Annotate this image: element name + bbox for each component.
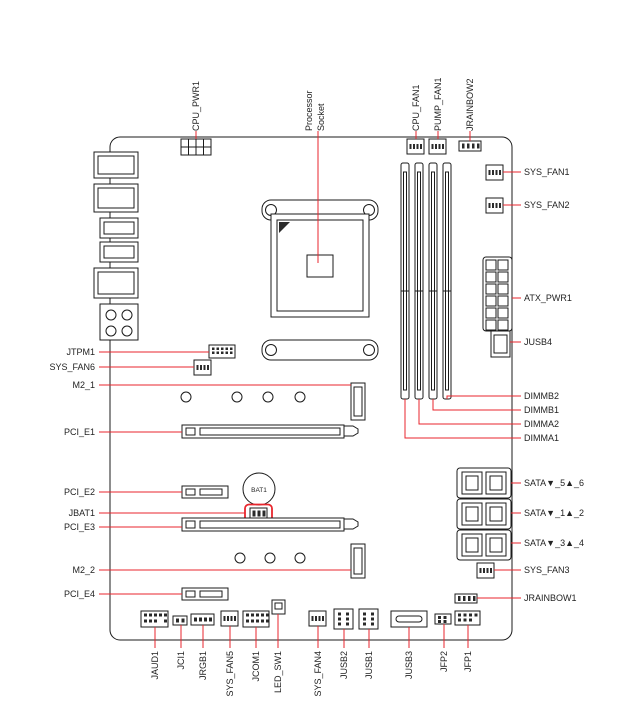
label-sys-fan5: SYS_FAN5 xyxy=(225,651,235,697)
jaud1-header xyxy=(140,610,169,628)
label-dimma1: DIMMA1 xyxy=(524,433,559,443)
sys-fan4-header xyxy=(308,610,327,627)
label-jci1: JCI1 xyxy=(176,651,186,670)
right-labels: SYS_FAN1 SYS_FAN2 ATX_PWR1 JUSB4 DIMMB2 … xyxy=(524,167,584,603)
label-dimmb1: DIMMB1 xyxy=(524,405,559,415)
sys-fan2-header xyxy=(485,197,504,214)
leader-dimma2 xyxy=(418,399,521,425)
pci-e2-slot xyxy=(181,485,229,499)
pci-e1-slot xyxy=(181,424,359,439)
leader-lines xyxy=(99,131,521,648)
label-atx-pwr1: ATX_PWR1 xyxy=(524,293,572,303)
label-pump-fan1: PUMP_FAN1 xyxy=(433,77,443,131)
sys-fan1-header xyxy=(485,164,504,181)
label-jusb3: JUSB3 xyxy=(404,651,414,679)
motherboard-outline xyxy=(109,136,513,641)
label-pci-e4: PCI_E4 xyxy=(64,589,95,599)
label-jrgb1: JRGB1 xyxy=(198,651,208,680)
label-jaud1: JAUD1 xyxy=(150,651,160,680)
label-jtpm1: JTPM1 xyxy=(66,347,95,357)
label-dimma2: DIMMA2 xyxy=(524,419,559,429)
label-pci-e1: PCI_E1 xyxy=(64,427,95,437)
label-jrainbow2: JRAINBOW2 xyxy=(465,78,475,131)
sys-fan5-header xyxy=(220,610,239,627)
left-labels: JTPM1 SYS_FAN6 M2_1 PCI_E1 PCI_E2 JBAT1 … xyxy=(49,347,95,599)
leader-dimmb1 xyxy=(432,399,521,411)
label-sata-5-6: SATA▼_5▲_6 xyxy=(524,478,584,488)
label-processor-socket-line2: Socket xyxy=(316,103,326,131)
jrgb1-header xyxy=(190,613,215,626)
label-sata-1-2: SATA▼_1▲_2 xyxy=(524,508,584,518)
label-led-sw1: LED_SW1 xyxy=(273,651,283,693)
battery-label: BAT1 xyxy=(251,487,267,494)
sata-1-2-ports xyxy=(456,498,512,530)
pump-fan1-header xyxy=(428,138,447,155)
m2-1-slot xyxy=(180,382,366,421)
sata-5-6-ports xyxy=(456,467,512,499)
label-processor-socket-line1: Processor xyxy=(304,90,314,131)
label-cpu-pwr1: CPU_PWR1 xyxy=(191,81,201,131)
label-jfp2: JFP2 xyxy=(439,651,449,672)
label-jfp1: JFP1 xyxy=(463,651,473,672)
leader-dimma1 xyxy=(404,399,521,439)
top-labels: CPU_PWR1 Processor Socket CPU_FAN1 PUMP_… xyxy=(191,77,475,131)
jusb1-header xyxy=(358,608,379,630)
jrainbow1-header xyxy=(454,593,478,604)
cpu-socket xyxy=(261,199,379,361)
pci-e3-slot xyxy=(181,517,359,532)
jrainbow2-header xyxy=(458,140,482,152)
label-sata-3-4: SATA▼_3▲_4 xyxy=(524,538,584,548)
dimm-slot-b2 xyxy=(442,162,452,400)
label-m2-2: M2_2 xyxy=(72,565,95,575)
sys-fan3-header xyxy=(476,562,495,579)
label-sys-fan3: SYS_FAN3 xyxy=(524,565,570,575)
jfp2-header xyxy=(434,613,452,625)
label-pci-e3: PCI_E3 xyxy=(64,522,95,532)
label-jrainbow1: JRAINBOW1 xyxy=(524,593,577,603)
cpu-fan1-header xyxy=(406,138,425,155)
label-dimmb2: DIMMB2 xyxy=(524,391,559,401)
led-sw1-switch xyxy=(271,599,286,615)
label-m2-1: M2_1 xyxy=(72,380,95,390)
label-jusb2: JUSB2 xyxy=(339,651,349,679)
label-sys-fan4: SYS_FAN4 xyxy=(313,651,323,697)
cpu-power-connector xyxy=(180,138,212,156)
label-jusb1: JUSB1 xyxy=(364,651,374,679)
jusb4-connector xyxy=(490,330,511,358)
label-jcom1: JCOM1 xyxy=(251,651,261,682)
jusb3-header xyxy=(390,610,428,628)
pci-e4-slot xyxy=(181,587,229,601)
dimm-slot-a1 xyxy=(400,162,410,400)
jusb2-header xyxy=(333,608,354,630)
label-sys-fan2: SYS_FAN2 xyxy=(524,200,570,210)
label-cpu-fan1: CPU_FAN1 xyxy=(411,84,421,131)
jtpm1-header xyxy=(208,344,236,359)
dimm-slot-a2 xyxy=(414,162,424,400)
label-sys-fan6: SYS_FAN6 xyxy=(49,362,95,372)
label-jbat1: JBAT1 xyxy=(69,508,95,518)
dimm-slot-b1 xyxy=(428,162,438,400)
label-jusb4: JUSB4 xyxy=(524,337,552,347)
m2-2-slot xyxy=(234,543,366,579)
sata-3-4-ports xyxy=(456,529,512,561)
jci1-header xyxy=(172,615,188,626)
jfp1-header xyxy=(454,610,481,626)
leader-dimmb2 xyxy=(446,395,521,399)
label-pci-e2: PCI_E2 xyxy=(64,487,95,497)
bottom-labels: JAUD1 JCI1 JRGB1 SYS_FAN5 JCOM1 LED_SW1 … xyxy=(150,651,473,697)
atx-power-connector xyxy=(482,256,513,332)
jcom1-header xyxy=(242,610,270,628)
cmos-battery: BAT1 xyxy=(242,472,276,506)
label-sys-fan1: SYS_FAN1 xyxy=(524,167,570,177)
rear-io-ports xyxy=(93,151,139,341)
sys-fan6-header xyxy=(193,359,212,376)
